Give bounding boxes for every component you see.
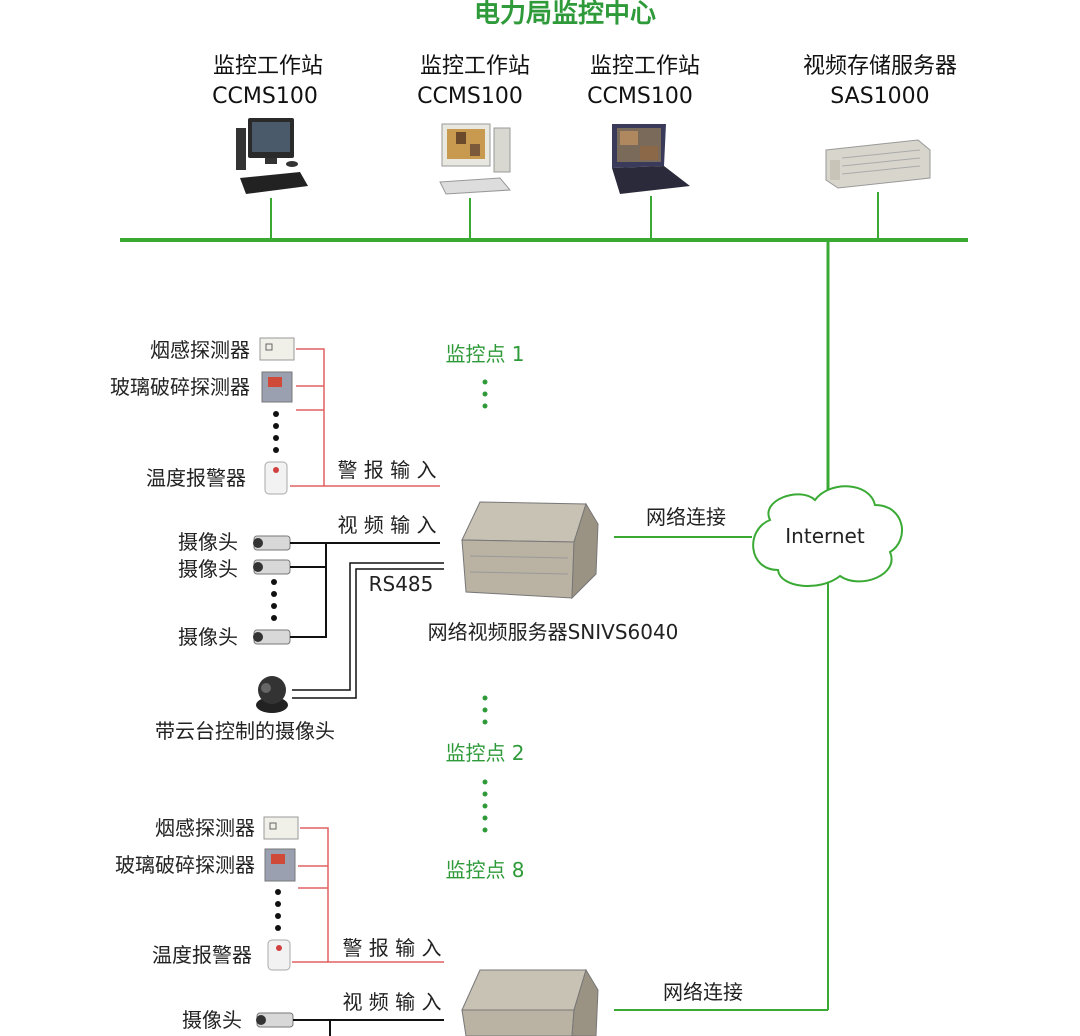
- smoke-detector-icon: [259, 337, 295, 361]
- device-ellipsis-dots: [271, 411, 281, 931]
- camera-icon: [256, 1012, 294, 1028]
- site-ellipsis-dots: [482, 379, 488, 833]
- ptz-camera-icon: [256, 676, 288, 713]
- glass-break-detector-label: 玻璃破碎探测器: [115, 853, 255, 877]
- workstation-pc-icon: [439, 123, 512, 195]
- temperature-alarm-label: 温度报警器: [152, 943, 252, 967]
- alarm-input-label-1: 警 报 输 入: [337, 458, 436, 482]
- workstation-2-model: CCMS100: [417, 84, 523, 109]
- camera-label-a: 摄像头: [178, 530, 238, 554]
- glass-break-detector-icon: [261, 371, 293, 403]
- site-label-1: 监控点 1: [445, 342, 524, 366]
- alarm-lines-1: [290, 348, 440, 487]
- rack-server-icon: [825, 139, 931, 189]
- camera-icon: [253, 535, 291, 551]
- temperature-alarm-icon: [264, 461, 288, 495]
- rs485-label: RS485: [369, 572, 434, 596]
- camera-label-c: 摄像头: [178, 625, 238, 649]
- temperature-alarm-icon: [267, 939, 291, 971]
- smoke-detector-label: 烟感探测器: [155, 816, 255, 840]
- camera-label-a: 摄像头: [182, 1008, 242, 1032]
- network-link-label-1: 网络连接: [646, 505, 726, 529]
- temperature-alarm-label: 温度报警器: [146, 466, 246, 490]
- video-server-icon: [461, 501, 599, 600]
- diagram-title: 电力局监控中心: [474, 0, 656, 29]
- workstation-3-name: 监控工作站: [590, 54, 700, 79]
- workstation-2-name: 监控工作站: [420, 54, 530, 79]
- bus-drop-lines: [270, 192, 879, 1011]
- storage-server-name: 视频存储服务器: [803, 54, 957, 79]
- camera-icon: [253, 629, 291, 645]
- rs485-lines: [292, 562, 444, 699]
- video-input-label-2: 视 频 输 入: [342, 990, 441, 1014]
- video-server-icon: [461, 968, 599, 1036]
- cloud-icon: Internet: [752, 485, 903, 587]
- site-label-2: 监控点 2: [445, 741, 524, 765]
- laptop-icon: [612, 124, 690, 194]
- camera-icon: [253, 559, 291, 575]
- alarm-input-label-2: 警 报 输 入: [342, 936, 441, 960]
- video-server-label: 网络视频服务器SNIVS6040: [428, 620, 679, 644]
- ptz-camera-label: 带云台控制的摄像头: [155, 719, 335, 743]
- storage-server-model: SAS1000: [830, 84, 929, 109]
- network-link-label-2: 网络连接: [663, 980, 743, 1004]
- smoke-detector-icon: [263, 816, 299, 840]
- glass-break-detector-label: 玻璃破碎探测器: [110, 375, 250, 399]
- workstation-3-model: CCMS100: [587, 84, 693, 109]
- video-input-label-1: 视 频 输 入: [337, 513, 436, 537]
- video-lines-2: [293, 1019, 444, 1036]
- video-lines-1: [290, 542, 440, 638]
- cloud-label: Internet: [785, 524, 865, 548]
- workstation-1-name: 监控工作站: [213, 54, 323, 79]
- alarm-lines-2: [292, 827, 444, 963]
- workstation-1-model: CCMS100: [212, 84, 318, 109]
- desktop-pc-icon: [236, 118, 308, 194]
- smoke-detector-label: 烟感探测器: [150, 338, 250, 362]
- camera-label-b: 摄像头: [178, 557, 238, 581]
- glass-break-detector-icon: [264, 848, 296, 882]
- site-label-8: 监控点 8: [445, 858, 524, 882]
